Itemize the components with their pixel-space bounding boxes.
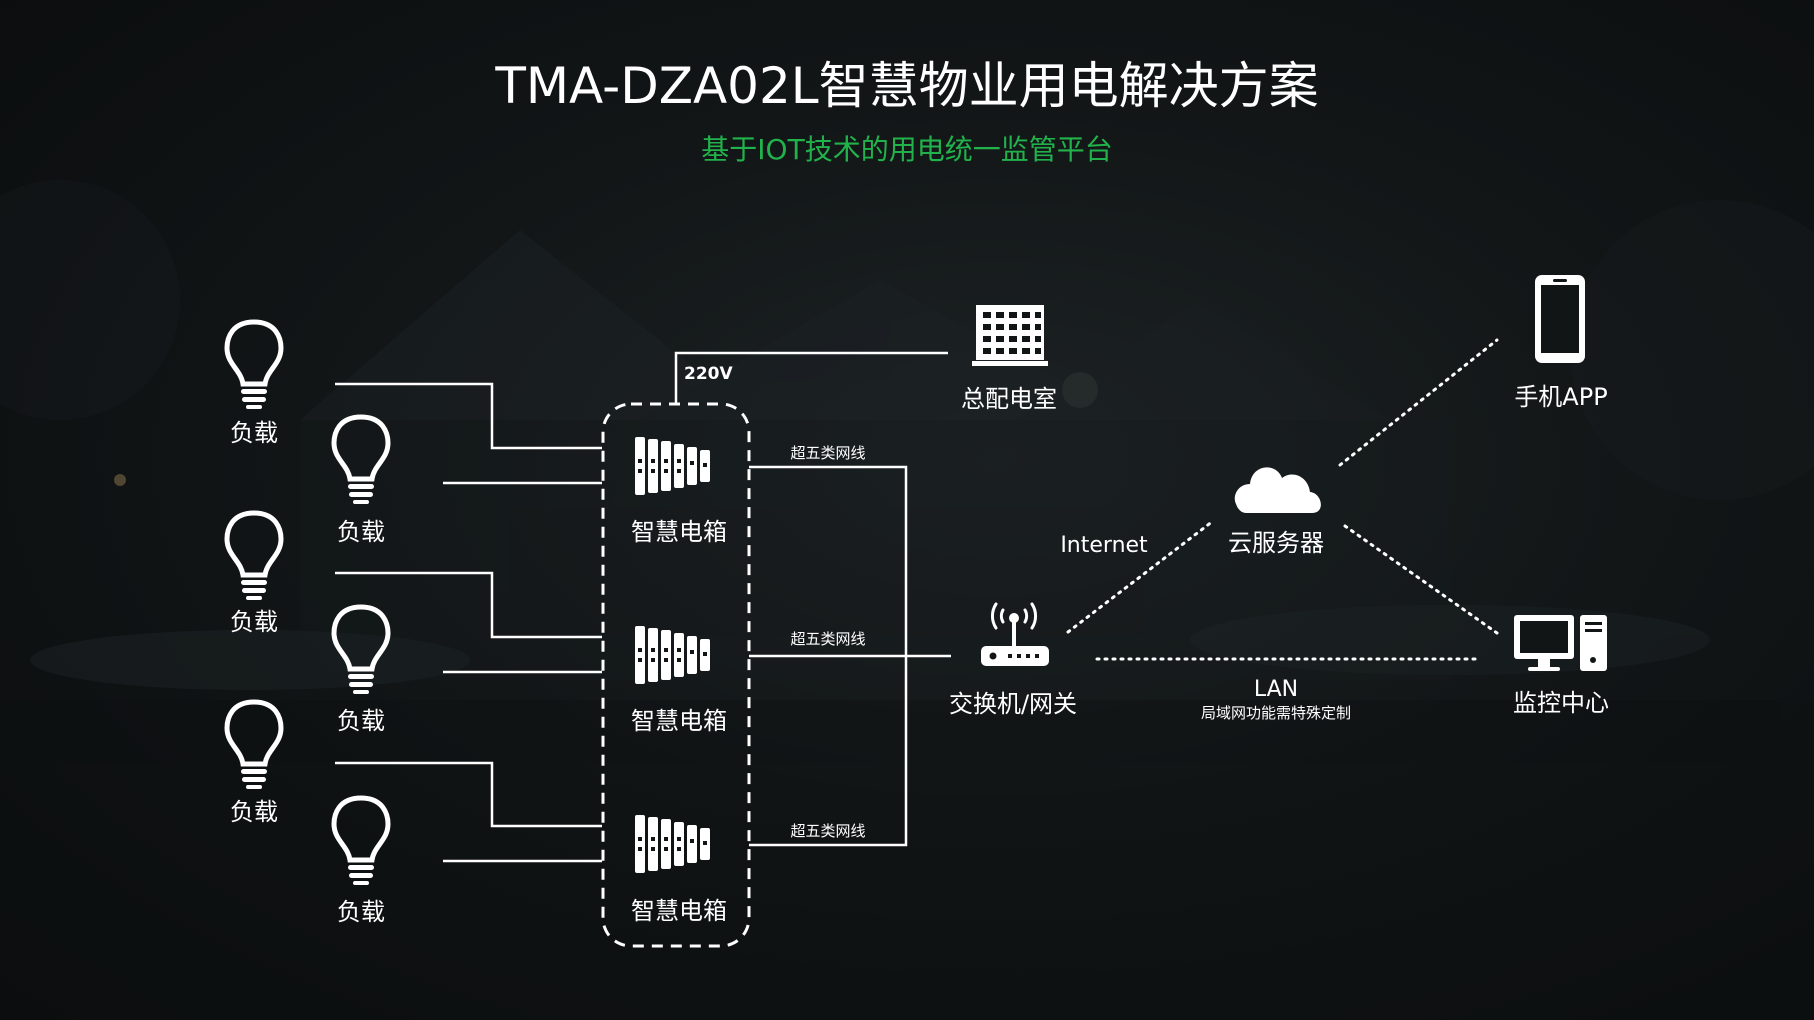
- page-title: TMA-DZA02L智慧物业用电解决方案: [494, 57, 1318, 115]
- breaker-icon: [635, 437, 710, 495]
- switch-label: 交换机/网关: [949, 690, 1077, 718]
- phone-app-label: 手机APP: [1514, 383, 1607, 411]
- monitoring-center: 监控中心: [1513, 615, 1609, 717]
- load-label: 负载: [337, 898, 385, 926]
- cloud-icon: [1234, 467, 1321, 513]
- distribution-room: 总配电室: [961, 305, 1057, 413]
- load-6: 负载: [334, 798, 388, 926]
- bulb-icon: [227, 702, 281, 789]
- lan-label: LAN: [1254, 677, 1298, 702]
- breaker-icon: [635, 626, 710, 684]
- load-label: 负载: [230, 608, 278, 636]
- breaker-icon: [635, 815, 710, 873]
- smart-cabinet-2: 智慧电箱: [631, 626, 727, 735]
- phone-app: 手机APP: [1514, 275, 1608, 411]
- cabinet-label: 智慧电箱: [631, 518, 727, 546]
- bulb-icon: [334, 798, 388, 885]
- lan-note: 局域网功能需特殊定制: [1201, 704, 1351, 722]
- cabinet-label: 智慧电箱: [631, 707, 727, 735]
- monitoring-center-label: 监控中心: [1513, 689, 1609, 717]
- cable-label-3: 超五类网线: [790, 822, 865, 840]
- router-icon: [981, 602, 1049, 666]
- load-wiring: [335, 382, 602, 863]
- cabinet-label: 智慧电箱: [631, 897, 727, 925]
- load-label: 负载: [337, 518, 385, 546]
- network-cabling: [749, 465, 951, 847]
- cloud-server: 云服务器: [1228, 467, 1324, 557]
- bulb-icon: [227, 322, 281, 409]
- load-label: 负载: [230, 419, 278, 447]
- power-feed-line: [674, 351, 948, 404]
- distribution-room-label: 总配电室: [961, 385, 1057, 413]
- cloud-label: 云服务器: [1228, 529, 1324, 557]
- cable-label-1: 超五类网线: [790, 444, 865, 462]
- page-subtitle: 基于IOT技术的用电统一监管平台: [701, 133, 1112, 166]
- bulb-icon: [334, 607, 388, 694]
- bulb-icon: [334, 417, 388, 504]
- bulb-icon: [227, 513, 281, 600]
- internet-link: [1066, 519, 1215, 634]
- load-3: 负载: [227, 513, 281, 636]
- load-1: 负载: [227, 322, 281, 447]
- phone-icon: [1535, 275, 1585, 363]
- load-2: 负载: [334, 417, 388, 546]
- cloud-to-app-link: [1338, 338, 1499, 467]
- load-label: 负载: [337, 707, 385, 735]
- load-5: 负载: [227, 702, 281, 826]
- internet-label: Internet: [1060, 533, 1148, 558]
- load-label: 负载: [230, 798, 278, 826]
- desktop-computer-icon: [1514, 615, 1607, 671]
- cable-label-2: 超五类网线: [790, 630, 865, 648]
- smart-cabinet-1: 智慧电箱: [631, 437, 727, 546]
- voltage-label: 220V: [684, 364, 733, 384]
- smart-cabinet-3: 智慧电箱: [631, 815, 727, 925]
- switch-gateway: 交换机/网关: [949, 602, 1077, 718]
- load-4: 负载: [334, 607, 388, 735]
- cloud-to-monitor-link: [1343, 524, 1499, 635]
- building-icon: [972, 305, 1048, 366]
